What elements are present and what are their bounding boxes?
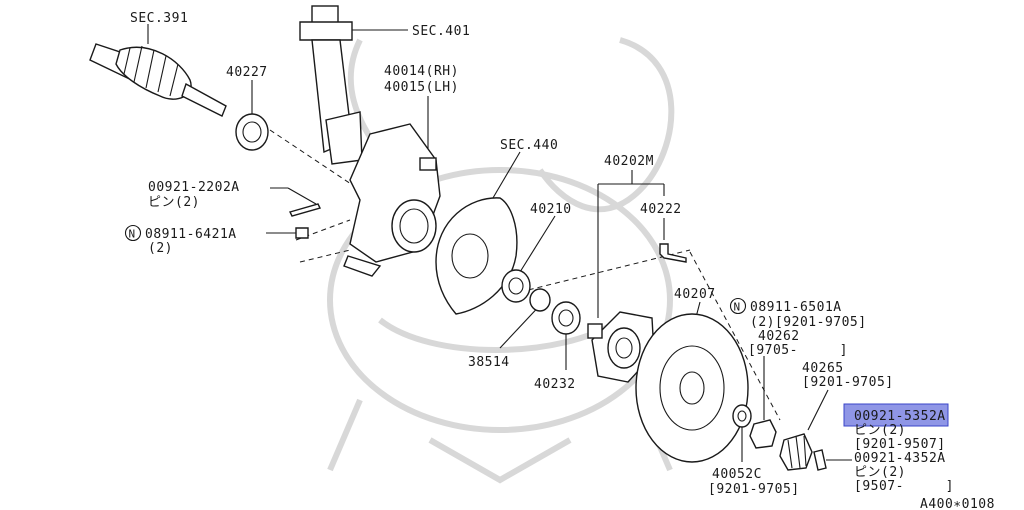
label-40227: 40227 [226, 65, 268, 80]
label-40232: 40232 [534, 377, 576, 392]
label-40202m: 40202M [604, 154, 654, 169]
hub-bolt-40222 [659, 243, 687, 263]
label-40262: 40262 [758, 329, 800, 344]
nut-cap-40265 [779, 433, 813, 471]
brake-rotor-40207 [635, 313, 749, 463]
label-40052c: 40052C [712, 467, 762, 482]
label-00921-5352a: 00921-5352A [854, 409, 946, 424]
label-08911-6501a: 08911-6501A [750, 300, 842, 315]
label-08911-6421a: 08911-6421A [145, 227, 237, 242]
svg-text:N: N [734, 301, 741, 314]
highlight-box [843, 403, 949, 427]
label-40210: 40210 [530, 202, 572, 217]
cotter-pin-2202a [288, 203, 322, 217]
label-pin-5352a: ピン(2) [854, 423, 906, 438]
label-qty-date-6501a: (2)[9201-9705] [750, 315, 867, 330]
part-labels: SEC.391 SEC.401 40227 40014(RH) 40015(LH… [130, 11, 995, 510]
nut-symbol-6421a: N [124, 224, 142, 242]
label-38514: 38514 [468, 355, 510, 370]
label-40222: 40222 [640, 202, 682, 217]
label-date-40265: [9201-9705] [802, 375, 894, 390]
strut [299, 5, 363, 165]
washer-40052c [732, 404, 752, 428]
label-date-9507: [9507- ] [854, 479, 954, 494]
seal-40227 [235, 113, 269, 151]
label-40014: 40014(RH) [384, 64, 459, 79]
label-40265: 40265 [802, 361, 844, 376]
label-sec391: SEC.391 [130, 11, 188, 26]
label-pin-4352a: ピン(2) [854, 465, 906, 480]
label-40207: 40207 [674, 287, 716, 302]
label-date-5352a: [9201-9507] [854, 437, 946, 452]
label-sec401: SEC.401 [412, 24, 470, 39]
hub-nut-40262 [749, 419, 777, 449]
label-00921-4352a: 00921-4352A [854, 451, 946, 466]
bearing-40210 [501, 269, 531, 303]
nut-6421a [295, 227, 309, 239]
label-sec440: SEC.440 [500, 138, 558, 153]
drive-shaft [89, 43, 227, 117]
svg-text:N: N [129, 228, 136, 241]
cotter-pin-4352a [813, 449, 827, 471]
label-qty-6421a: (2) [148, 241, 173, 256]
label-date-9705: [9705- ] [748, 343, 848, 358]
label-date-40052c: [9201-9705] [708, 482, 800, 497]
label-00921-2202a: 00921-2202A [148, 180, 240, 195]
steering-knuckle [343, 123, 441, 277]
nut-symbol-6501a: N [729, 297, 747, 315]
label-40015: 40015(LH) [384, 80, 459, 95]
splash-guard [435, 197, 518, 315]
diagram-code: A400∗0108 [920, 497, 995, 510]
bearing-40232 [551, 301, 581, 335]
snap-ring-38514 [529, 288, 551, 312]
label-pin-2202a: ピン(2) [148, 195, 200, 210]
